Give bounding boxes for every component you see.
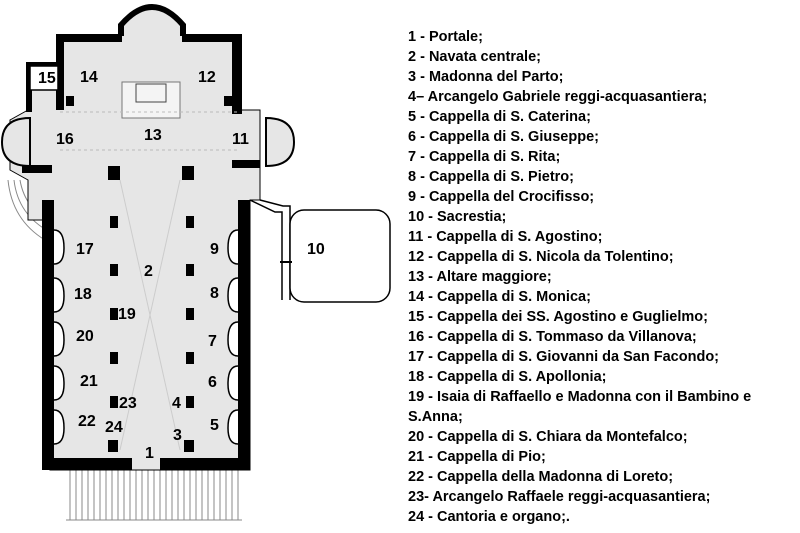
legend-item: 9 - Cappella del Crocifisso;	[408, 189, 595, 205]
plan-label-16: 16	[56, 131, 74, 148]
plan-label-19: 19	[118, 306, 136, 323]
legend-item: 19 - Isaia di Raffaello e Madonna con il…	[408, 389, 752, 425]
plan-label-20: 20	[76, 328, 94, 345]
plan-label-22: 22	[78, 413, 96, 430]
legend-item: 20 - Cappella di S. Chiara da Montefalco…	[408, 429, 688, 445]
plan-label-7: 7	[208, 333, 217, 350]
legend-item: 21 - Cappella di Pio;	[408, 449, 546, 465]
plan-label-1: 1	[145, 445, 154, 462]
plan-label-8: 8	[210, 285, 219, 302]
legend-item: 14 - Cappella di S. Monica;	[408, 289, 591, 305]
legend-item: 10 - Sacrestia;	[408, 209, 507, 225]
plan-label-18: 18	[74, 286, 92, 303]
legend-item: 6 - Cappella di S. Giuseppe;	[408, 129, 599, 145]
plan-label-11: 11	[232, 131, 249, 148]
legend-item: 2 - Navata centrale;	[408, 49, 541, 65]
plan-label-6: 6	[208, 374, 217, 391]
legend-item: 3 - Madonna del Parto;	[408, 69, 564, 85]
plan-label-4: 4	[172, 395, 181, 412]
plan-label-12: 12	[198, 69, 216, 86]
legend-item: 15 - Cappella dei SS. Agostino e Gugliel…	[408, 309, 708, 325]
legend-item: 13 - Altare maggiore;	[408, 269, 552, 285]
nave-pillars	[66, 96, 232, 452]
legend-item: 7 - Cappella di S. Rita;	[408, 149, 561, 165]
plan-label-23: 23	[119, 395, 137, 412]
legend-item: 12 - Cappella di S. Nicola da Tolentino;	[408, 249, 674, 265]
legend-item: 16 - Cappella di S. Tommaso da Villanova…	[408, 329, 697, 345]
legend-item: 1 - Portale;	[408, 29, 483, 45]
plan-label-14: 14	[80, 69, 98, 86]
legend-item: 4– Arcangelo Gabriele reggi-acquasantier…	[408, 89, 708, 105]
plan-labels: 1 2 3 4 5 6 7 8 9 10 11 12 13 14 15 16 1…	[38, 69, 325, 462]
legend-item: 5 - Cappella di S. Caterina;	[408, 109, 591, 125]
plan-label-9: 9	[210, 241, 219, 258]
legend-item: 8 - Cappella di S. Pietro;	[408, 169, 574, 185]
plan-label-10: 10	[307, 241, 325, 258]
plan-label-17: 17	[76, 241, 94, 258]
plan-label-2: 2	[144, 263, 153, 280]
legend-item: 11 - Cappella di S. Agostino;	[408, 229, 603, 245]
entrance-steps	[66, 469, 242, 521]
legend-item: 23- Arcangelo Raffaele reggi-acquasantie…	[408, 489, 711, 505]
plan-label-3: 3	[173, 427, 182, 444]
plan-label-13: 13	[144, 127, 162, 144]
legend-item: 24 - Cantoria e organo;.	[408, 509, 570, 525]
church-floor-plan: 1 2 3 4 5 6 7 8 9 10 11 12 13 14 15 16 1…	[0, 4, 391, 521]
plan-label-24: 24	[105, 419, 123, 436]
plan-label-21: 21	[80, 373, 98, 390]
legend-item: 17 - Cappella di S. Giovanni da San Faco…	[408, 349, 719, 365]
plan-label-5: 5	[210, 417, 219, 434]
legend-item: 18 - Cappella di S. Apollonia;	[408, 369, 607, 385]
legend-item: 22 - Cappella della Madonna di Loreto;	[408, 469, 674, 485]
legend-list: 1 - Portale; 2 - Navata centrale; 3 - Ma…	[408, 27, 798, 527]
plan-label-15: 15	[38, 70, 56, 87]
